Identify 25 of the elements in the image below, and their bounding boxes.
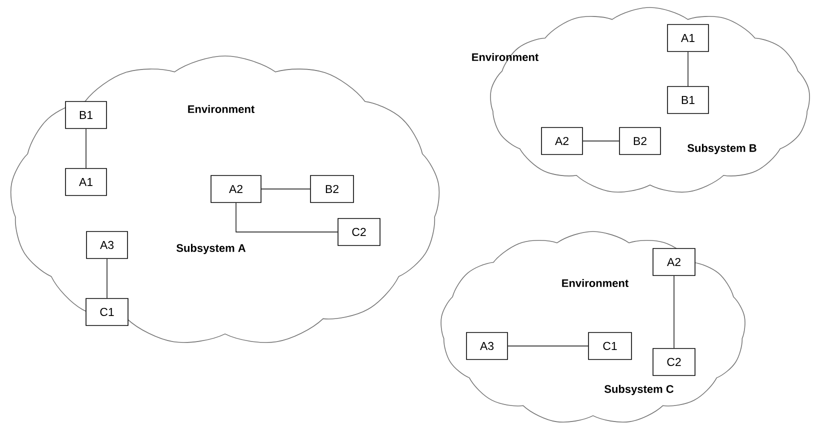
connector-line bbox=[236, 202, 338, 232]
component-box: B2 bbox=[619, 127, 661, 155]
connector-line bbox=[261, 188, 310, 190]
component-box: A2 bbox=[210, 175, 262, 203]
component-box: B1 bbox=[667, 86, 709, 114]
region-label: Subsystem A bbox=[176, 244, 246, 254]
component-box: A2 bbox=[652, 248, 696, 276]
region-label: Environment bbox=[562, 278, 628, 288]
component-box: C1 bbox=[588, 332, 632, 360]
component-box: A1 bbox=[667, 24, 709, 52]
region-label: Environment bbox=[472, 52, 538, 62]
component-box: B2 bbox=[310, 175, 354, 203]
component-box: C2 bbox=[338, 218, 380, 246]
region-label: Subsystem B bbox=[687, 144, 756, 154]
component-box: A1 bbox=[65, 168, 107, 196]
component-box: A3 bbox=[466, 332, 508, 360]
component-box: B1 bbox=[65, 101, 107, 129]
component-box: A3 bbox=[86, 231, 128, 259]
component-box: C2 bbox=[652, 348, 696, 376]
region-label: Environment bbox=[188, 104, 254, 114]
connector-line bbox=[106, 258, 108, 298]
component-box: C1 bbox=[86, 298, 128, 326]
connector-line bbox=[582, 140, 620, 142]
component-box: A2 bbox=[541, 127, 583, 155]
region-label: Subsystem C bbox=[604, 384, 674, 396]
